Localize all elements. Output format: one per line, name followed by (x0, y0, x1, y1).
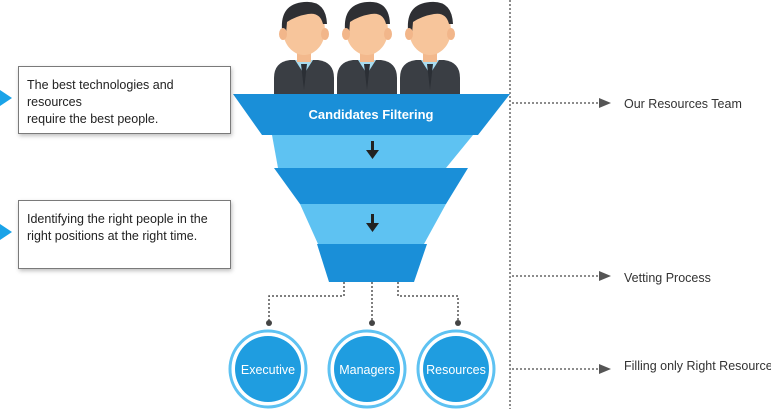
connector-dot (369, 320, 375, 326)
down-arrow-icon (366, 214, 379, 232)
outcome-label-resources: Resources (426, 363, 486, 377)
info-box-line: Identifying the right people in the (27, 212, 208, 226)
funnel-band-1 (233, 94, 510, 135)
info-box-line: require the best people. (27, 112, 159, 126)
person-icon (337, 1, 397, 95)
pointer-arrow-icon (0, 224, 12, 240)
stage-label-vetting: Vetting Process (624, 271, 711, 285)
pointer-arrow-icon (0, 90, 12, 106)
outcome-circle-resources (416, 329, 496, 409)
outcome-circle-managers (327, 329, 407, 409)
connector-dot (266, 320, 272, 326)
stage-label-resources-team: Our Resources Team (624, 97, 742, 111)
arrow-right-icon (599, 271, 611, 281)
outcome-circle-executive (228, 329, 308, 409)
info-box-right-people: Identifying the right people in the righ… (18, 200, 231, 269)
connector-dot (455, 320, 461, 326)
arrow-right-icon (599, 364, 611, 374)
person-icon (400, 1, 460, 95)
person-icon (274, 1, 334, 95)
down-arrow-icon (366, 141, 379, 159)
funnel-band-2 (274, 168, 468, 204)
stage-label-filling: Filling only Right Resources (624, 359, 771, 373)
info-box-line: right positions at the right time. (27, 229, 198, 243)
funnel-band-3 (317, 244, 427, 282)
info-box-best-people: The best technologies and resources requ… (18, 66, 231, 134)
funnel-top-label: Candidates Filtering (309, 107, 434, 122)
outcome-label-managers: Managers (339, 363, 395, 377)
branch-connectors (268, 282, 459, 322)
stage-arrows (512, 102, 600, 370)
info-box-line: The best technologies and resources (27, 78, 174, 109)
outcome-label-executive: Executive (241, 363, 295, 377)
arrow-right-icon (599, 98, 611, 108)
